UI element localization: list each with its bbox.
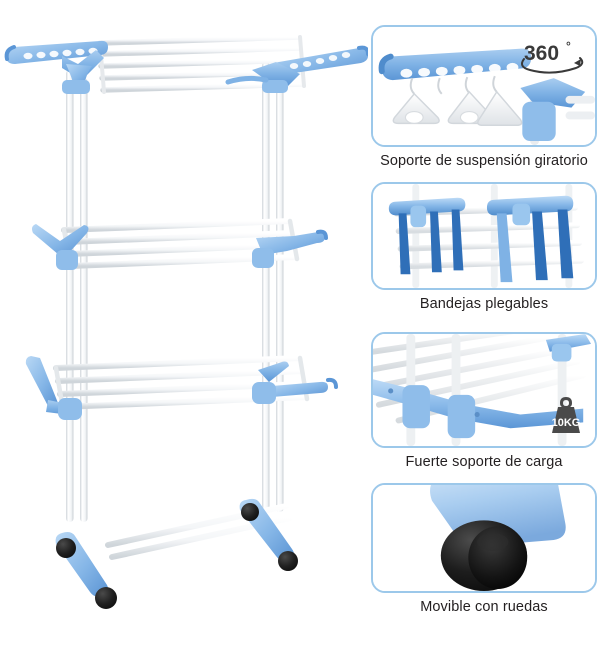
folding-bracket-right	[486, 195, 574, 283]
feature-callout-column: 360 ° Soporte de suspensión giratorio	[368, 0, 600, 647]
middle-left-bracket	[32, 224, 89, 270]
feature-image-folding-trays	[371, 182, 597, 290]
middle-tier	[32, 218, 328, 271]
badge-weight-value: 10KG	[552, 417, 581, 429]
feature-block-swivel-hanger-support: 360 ° Soporte de suspensión giratorio	[368, 25, 600, 172]
caster-wheel-illustration	[373, 485, 595, 591]
top-left-joint	[62, 50, 104, 94]
diagonal-rods-on-frame-illustration	[373, 334, 595, 446]
feature-caption-swivel-hanger-support: Soporte de suspensión giratorio	[380, 153, 588, 169]
base-foot-right	[239, 498, 298, 571]
product-image-main	[4, 34, 368, 609]
feature-block-movable-with-wheels: Movible con ruedas	[368, 483, 600, 618]
folding-wing-brackets-illustration	[373, 184, 595, 288]
bottom-left-wing	[25, 356, 82, 420]
top-right-hanger-wing	[272, 45, 368, 76]
feature-image-swivel-hanger-support: 360 °	[371, 25, 597, 147]
base-foot-left	[55, 532, 117, 609]
drying-rack-illustration	[4, 34, 368, 609]
feature-block-strong-load-support: 10KG Fuerte soporte de carga	[368, 332, 600, 473]
bottom-right-wing	[252, 361, 338, 404]
feature-block-folding-trays: Bandejas plegables	[368, 182, 600, 315]
caster-wheel	[241, 503, 259, 521]
feature-caption-strong-load-support: Fuerte soporte de carga	[405, 454, 563, 470]
badge-weight-10kg: 10KG	[543, 392, 589, 438]
caster-wheel	[56, 538, 76, 558]
caster-wheel	[95, 587, 117, 609]
feature-image-movable-with-wheels	[371, 483, 597, 593]
top-tier	[4, 34, 368, 94]
caster-wheel	[278, 551, 298, 571]
folding-bracket-left	[388, 197, 466, 275]
vertical-poles	[66, 62, 284, 522]
hanger-bar-with-slots-illustration	[373, 27, 595, 145]
top-right-joint	[225, 62, 300, 93]
base-frame	[55, 498, 298, 609]
bottom-tier	[25, 355, 338, 420]
weight-icon	[552, 397, 580, 433]
middle-right-bracket	[252, 229, 328, 268]
feature-caption-movable-with-wheels: Movible con ruedas	[420, 599, 548, 615]
feature-image-strong-load-support: 10KG	[371, 332, 597, 448]
blue-support-beam	[373, 379, 584, 439]
feature-caption-folding-trays: Bandejas plegables	[419, 296, 549, 312]
